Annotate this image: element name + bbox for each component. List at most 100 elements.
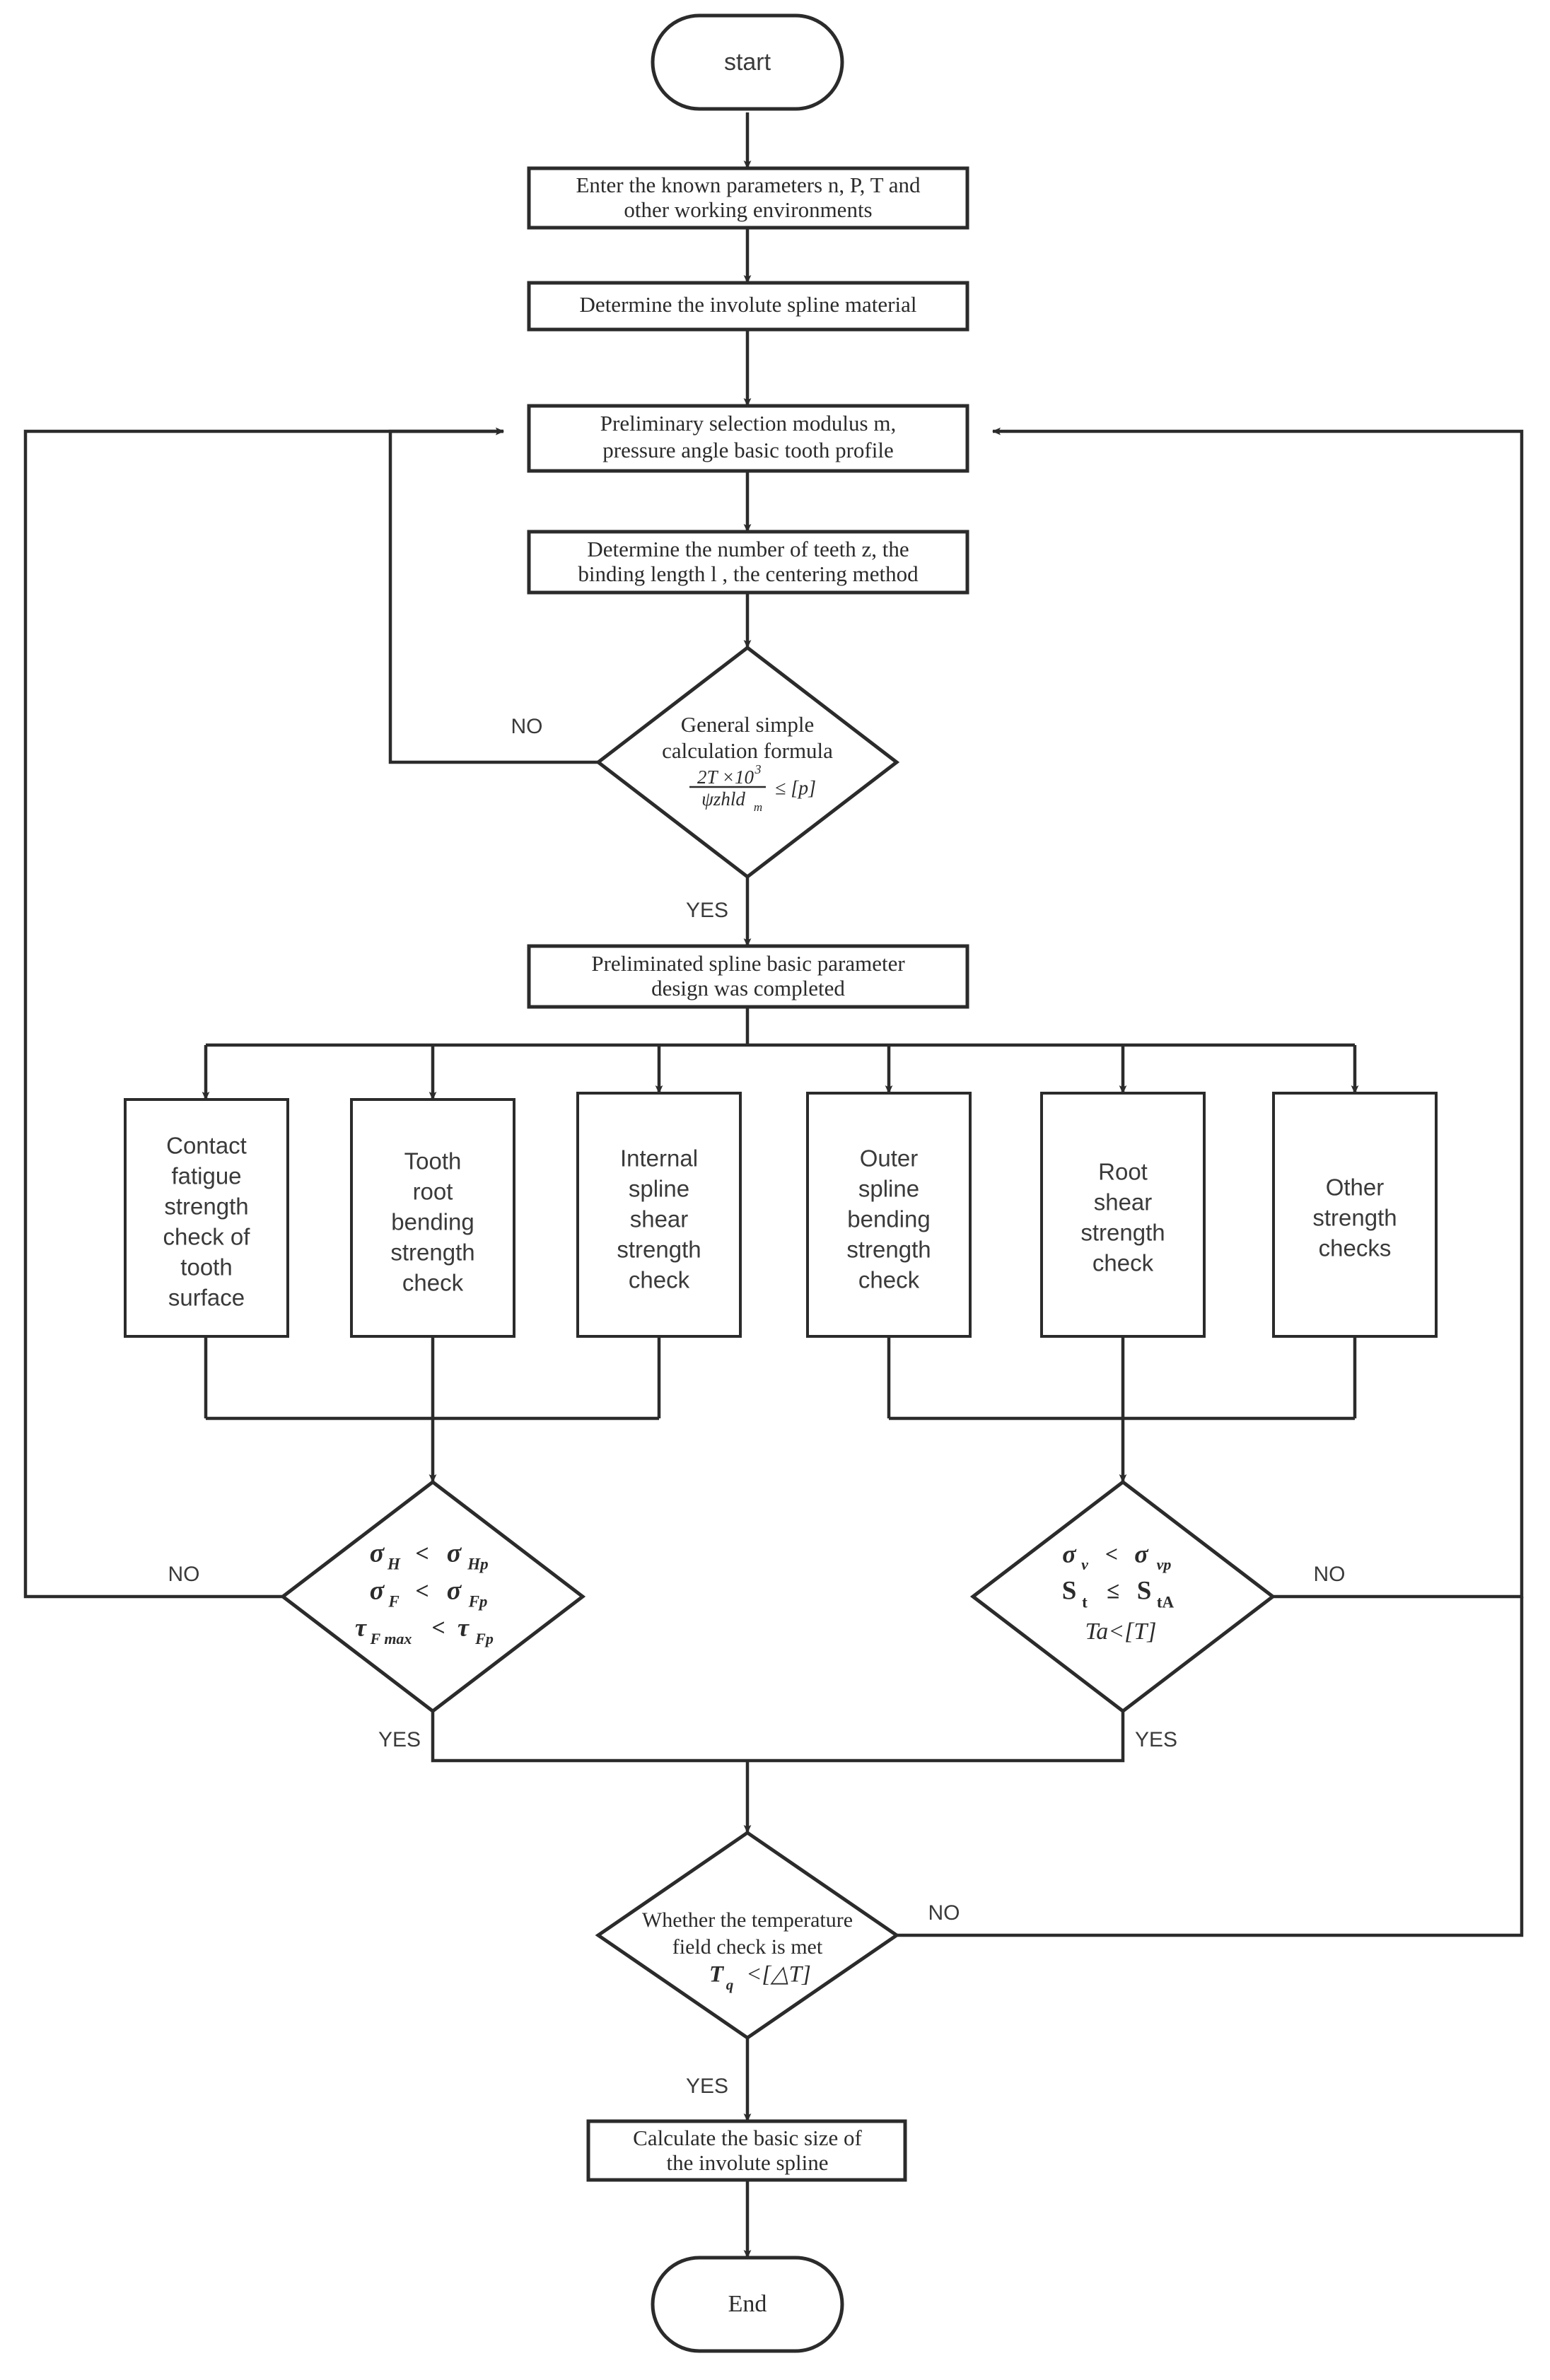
check-tooth-root-bending-line-1: Tooth: [404, 1148, 462, 1174]
check-tooth-root-bending-shape: [350, 1098, 515, 1338]
decision-left-row1-rhs: σ: [447, 1539, 462, 1568]
determine-material-label: Determine the involute spline material: [580, 292, 917, 317]
node-prelim-done[interactable]: Preliminated spline basic parameter desi…: [527, 944, 969, 1009]
check-tooth-root-bending-line-2: root: [413, 1179, 453, 1205]
node-decision-right[interactable]: σ v < σ vp S t ≤ S tA Ta<[T]: [969, 1479, 1276, 1714]
end-shape: [651, 2256, 844, 2353]
check-root-shear-line-2: shear: [1094, 1189, 1153, 1215]
node-start[interactable]: start: [651, 13, 844, 111]
edge-decision-left-yes: [431, 1711, 747, 1763]
enter-params-line1: Enter the known parameters n, P, T and: [576, 173, 921, 197]
node-check-other-strength[interactable]: Other strength checks: [1272, 1092, 1438, 1338]
calculate-size-shape: [586, 2119, 907, 2182]
node-determine-teeth[interactable]: Determine the number of teeth z, the bin…: [527, 530, 969, 595]
label-general-formula-yes: YES: [686, 899, 728, 922]
label-general-formula-no: NO: [511, 715, 543, 738]
node-check-outer-spline-bending[interactable]: Outer spline bending strength check: [806, 1092, 972, 1338]
decision-temperature-formula-lhs-sub: q: [726, 1976, 734, 1993]
check-internal-spline-shear-shape: [576, 1092, 742, 1338]
decision-right-row1-rhs: σ: [1134, 1539, 1149, 1568]
check-contact-fatigue-line-5: tooth: [180, 1254, 232, 1281]
enter-params-line2: other working environments: [624, 197, 872, 222]
decision-right-row-1: σ v < σ vp: [1062, 1539, 1171, 1573]
decision-temperature-line1: Whether the temperature: [642, 1908, 853, 1932]
calculate-size-line1: Calculate the basic size of: [633, 2125, 862, 2150]
label-temperature-no: NO: [928, 1901, 960, 1925]
start-label: start: [724, 49, 771, 76]
decision-left-row3-rhs: τ: [458, 1613, 470, 1641]
check-contact-fatigue-shape: [124, 1098, 289, 1338]
general-formula-fraction: 2T ×10 3 ψzhld m ≤ [p]: [689, 762, 816, 814]
edge-decision-right-yes: [747, 1711, 1125, 1763]
edge-decision-right-no-loop: [992, 427, 1524, 1599]
decision-left-row-1: σ H < σ Hp: [370, 1539, 489, 1573]
check-outer-spline-bending-line-2: spline: [858, 1176, 919, 1202]
node-enter-params[interactable]: Enter the known parameters n, P, T and o…: [527, 166, 969, 230]
decision-temperature-formula-lhs: T: [709, 1962, 725, 1988]
check-root-shear-line-4: check: [1092, 1250, 1154, 1276]
check-tooth-root-bending-line-3: bending: [391, 1209, 474, 1235]
check-outer-spline-bending-line-1: Outer: [860, 1145, 919, 1172]
preliminary-selection-line1: Preliminary selection modulus m,: [600, 411, 896, 436]
decision-left-row2-rhs-sub: Fp: [468, 1592, 488, 1610]
formula-relation: ≤ [p]: [775, 777, 816, 799]
check-contact-fatigue-line-2: fatigue: [171, 1163, 241, 1189]
node-preliminary-selection[interactable]: Preliminary selection modulus m, pressur…: [527, 404, 969, 473]
label-temperature-yes: YES: [686, 2075, 728, 2098]
check-tooth-root-bending-line-4: strength: [390, 1239, 474, 1266]
decision-right-row1-op: <: [1105, 1541, 1118, 1566]
decision-right-row2-lhs-sub: t: [1082, 1593, 1088, 1611]
determine-teeth-line1: Determine the number of teeth z, the: [587, 537, 909, 561]
decision-left-row-3: τ F max < τ Fp: [355, 1613, 494, 1647]
decision-right-row2-rhs-sub: tA: [1157, 1593, 1175, 1611]
check-root-shear-line-1: Root: [1098, 1159, 1148, 1185]
prelim-done-shape: [527, 944, 969, 1009]
preliminary-selection-shape: [527, 404, 969, 473]
check-contact-fatigue-line-3: strength: [164, 1194, 248, 1220]
prelim-done-line1: Preliminated spline basic parameter: [591, 951, 905, 976]
decision-left-row2-op: <: [415, 1578, 429, 1604]
check-outer-spline-bending-shape: [806, 1092, 972, 1338]
node-check-contact-fatigue[interactable]: Contact fatigue strength check of tooth …: [124, 1098, 289, 1338]
decision-left-row2-lhs: σ: [370, 1576, 385, 1606]
node-calculate-size[interactable]: Calculate the basic size of the involute…: [586, 2119, 907, 2182]
node-determine-material[interactable]: Determine the involute spline material: [527, 281, 969, 332]
determine-teeth-line2: binding length l , the centering method: [578, 561, 919, 586]
calculate-size-line2: the involute spline: [666, 2150, 828, 2175]
node-check-root-shear[interactable]: Root shear strength check: [1040, 1092, 1206, 1338]
determine-material-shape: [527, 281, 969, 332]
decision-left-row1-rhs-sub: Hp: [467, 1555, 488, 1573]
decision-left-row3-lhs: τ: [355, 1613, 367, 1641]
formula-numerator: 2T ×10: [697, 766, 754, 788]
check-other-strength-shape: [1272, 1092, 1438, 1338]
connectors: [23, 112, 1524, 2258]
check-contact-fatigue-line-1: Contact: [166, 1133, 247, 1159]
decision-right-row2-op: ≤: [1107, 1579, 1119, 1604]
decision-right-row-2: S t ≤ S tA: [1062, 1576, 1175, 1611]
node-check-internal-spline-shear[interactable]: Internal spline shear strength check: [576, 1092, 742, 1338]
prelim-done-line2: design was completed: [651, 976, 845, 1001]
label-decision-left-yes: YES: [378, 1728, 421, 1751]
general-formula-line2: calculation formula: [662, 738, 833, 763]
node-decision-temperature[interactable]: Whether the temperature field check is m…: [595, 1830, 900, 2041]
formula-denominator-subscript: m: [754, 800, 762, 814]
node-decision-left[interactable]: σ H < σ Hp σ F < σ Fp τ F max < τ Fp: [279, 1479, 586, 1714]
check-tooth-root-bending-line-5: check: [402, 1270, 464, 1296]
node-end[interactable]: End: [651, 2256, 844, 2353]
determine-teeth-shape: [527, 530, 969, 595]
label-decision-left-no: NO: [168, 1563, 200, 1586]
decision-right-row1-lhs: σ: [1062, 1539, 1077, 1568]
edge-temperature-no-loop: [897, 1597, 1524, 1937]
node-check-tooth-root-bending[interactable]: Tooth root bending strength check: [350, 1098, 515, 1338]
decision-temperature-formula-rhs: <[△T]: [746, 1962, 811, 1988]
node-general-formula-decision[interactable]: General simple calculation formula 2T ×1…: [595, 645, 900, 880]
decision-right-row3: Ta<[T]: [1085, 1618, 1156, 1645]
decision-temperature-formula: T q <[△T]: [709, 1962, 811, 1993]
general-formula-line1: General simple: [681, 712, 815, 737]
decision-left-row1-lhs-sub: H: [387, 1555, 401, 1573]
decision-right-row1-lhs-sub: v: [1081, 1556, 1088, 1573]
edge-decision-left-no-loop: [23, 427, 504, 1599]
check-other-strength-line-1: Other: [1326, 1174, 1385, 1201]
check-root-shear-line-3: strength: [1080, 1220, 1165, 1246]
